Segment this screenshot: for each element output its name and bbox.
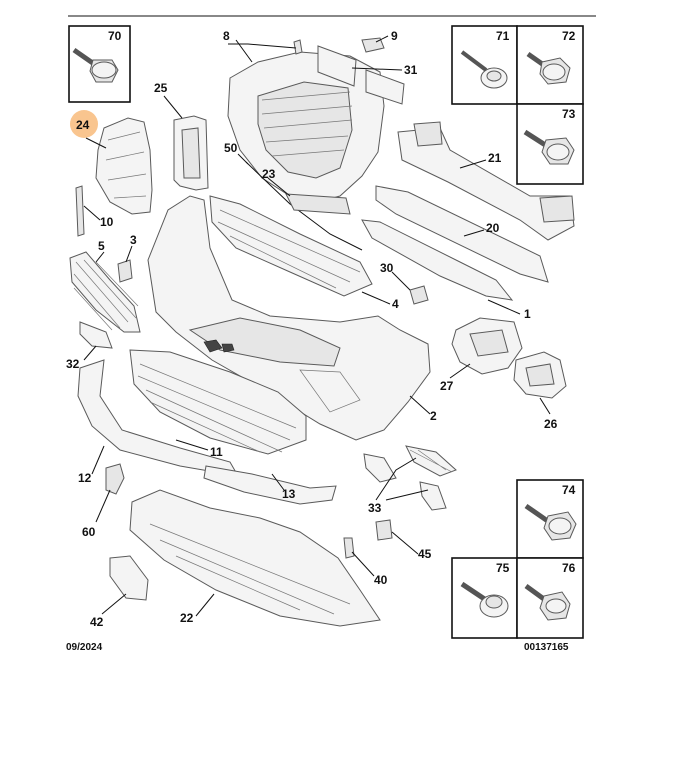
label-72: 72 [562,29,576,43]
label-32: 32 [66,357,80,371]
label-21: 21 [488,151,502,165]
screw-icon [72,47,119,83]
label-11: 11 [210,445,223,459]
part-40-bracket [343,537,355,559]
label-45: 45 [418,547,432,561]
label-26: 26 [544,417,558,431]
label-33: 33 [368,501,382,515]
footer-date: 09/2024 [66,642,103,653]
label-23: 23 [262,167,276,181]
label-22: 22 [180,611,194,625]
part-9-clip [361,37,385,53]
part-24-air-duct [95,117,153,215]
part-50-moulding [245,161,363,251]
part-10-strip [75,185,85,237]
part-8-front-carrier [227,39,385,203]
label-1: 1 [524,307,531,321]
label-71: 71 [496,29,510,43]
part-12-lower-strip [77,359,239,477]
footer-ref: 00137165 [524,642,569,653]
bolt-icon [524,503,577,541]
leader-lines [83,35,551,617]
bolt-icon [526,51,571,85]
part-27-duct [451,317,523,375]
label-25: 25 [154,81,168,95]
part-11-lower-grille [129,349,307,455]
label-3: 3 [130,233,137,247]
label-74: 74 [562,483,576,497]
label-4: 4 [392,297,399,311]
part-26-duct [513,351,567,399]
label-13: 13 [282,487,296,501]
part-1-lower-absorber [361,219,514,301]
label-50: 50 [224,141,238,155]
fastener-box-74: 74 [516,479,584,559]
fastener-box-70: 70 [68,25,131,103]
label-20: 20 [486,221,500,235]
label-5: 5 [98,239,105,253]
part-30-clip [409,285,429,305]
label-2: 2 [430,409,437,423]
label-8: 8 [223,29,230,43]
label-42: 42 [90,615,104,629]
label-73: 73 [562,107,576,121]
label-10: 10 [100,215,114,229]
part-60-reflector [105,463,125,495]
part-22-underbody-shield [129,489,381,627]
highlight-24 [70,110,98,138]
label-27: 27 [440,379,454,393]
part-45-bracket [375,519,393,541]
part-2-bumper-cover [147,195,431,441]
label-9: 9 [391,29,398,43]
label-24: 24 [76,118,90,132]
label-40: 40 [374,573,388,587]
part-5-grille [69,251,141,333]
bolt-icon [523,129,575,165]
callout-labels: 8 9 31 25 24 50 23 21 20 10 5 3 30 4 1 3… [66,29,558,629]
screw-icon [460,50,508,89]
part-33-brackets [363,445,457,511]
part-4-grille [209,195,373,297]
label-70: 70 [108,29,122,43]
part-20-absorber [375,185,549,283]
part-31-seal [317,45,405,105]
label-12: 12 [78,471,92,485]
part-13-trim [203,465,337,505]
label-76: 76 [562,561,576,575]
label-75: 75 [496,561,510,575]
part-23-grille-upper [285,193,351,215]
part-21-impact-beam [397,121,575,241]
part-25-frame [173,115,209,191]
label-30: 30 [380,261,394,275]
fastener-box-71-72-73: 71 72 73 [451,25,584,185]
bolt-icon [524,583,571,621]
part-3-clip [117,259,133,283]
label-31: 31 [404,63,418,77]
bolt-icon [460,581,509,618]
label-60: 60 [82,525,96,539]
part-32-bracket [79,321,113,349]
fastener-box-75-76: 75 76 [451,557,584,639]
part-42-plate [109,555,149,601]
